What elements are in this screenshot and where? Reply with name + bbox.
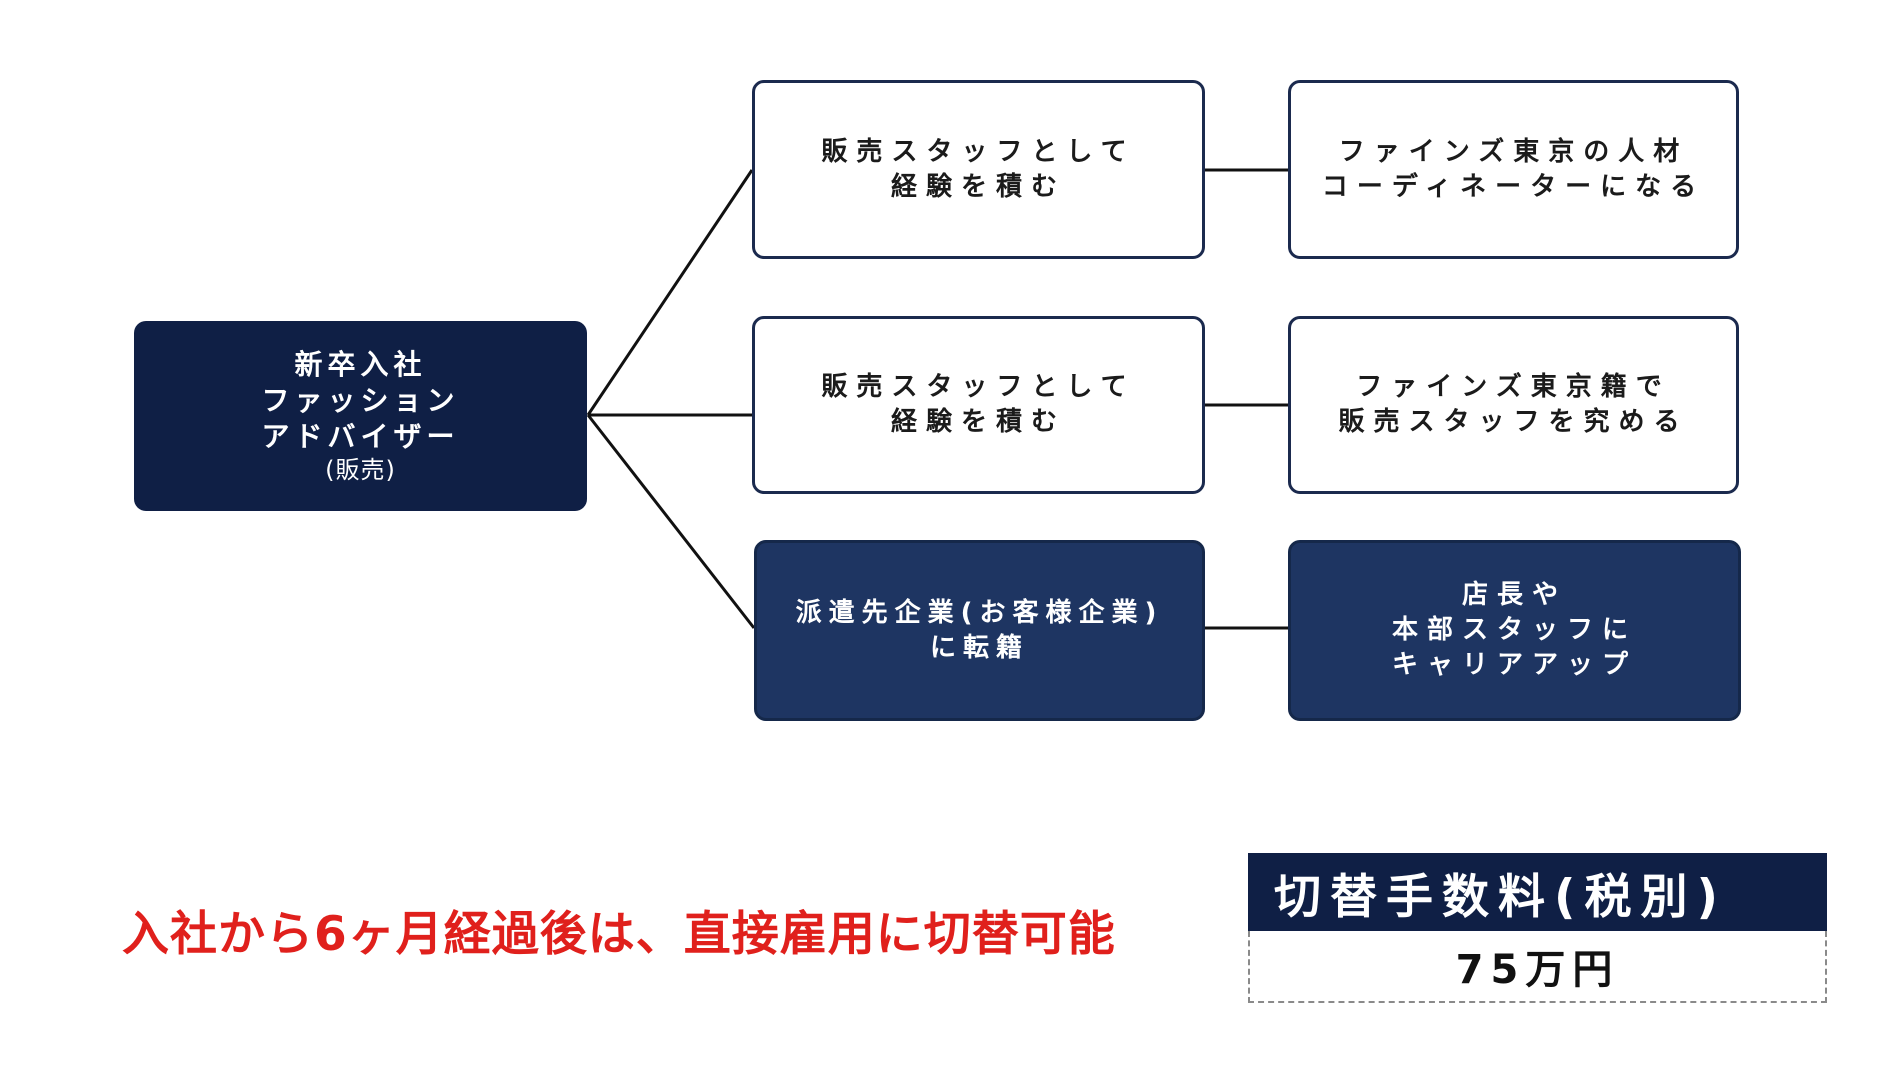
root-line-3: アドバイザー — [261, 420, 460, 453]
path1-step1-box: 販売スタッフとして 経験を積む — [752, 80, 1205, 259]
path1-step2-box: ファインズ東京の人材 コーディネーターになる — [1288, 80, 1739, 259]
fee-value: 75万円 — [1248, 931, 1827, 1003]
fee-header: 切替手数料(税別) — [1248, 853, 1827, 931]
path2-step2-box: ファインズ東京籍で 販売スタッフを究める — [1288, 316, 1739, 494]
connector-root-to-path1 — [586, 169, 754, 416]
path3-step2-line1: 店長や — [1461, 580, 1567, 610]
root-subtitle: (販売) — [325, 456, 396, 484]
connector-root-to-path3 — [586, 414, 756, 629]
path1-step1-line1: 販売スタッフとして — [821, 136, 1136, 167]
path1-step2-line1: ファインズ東京の人材 — [1338, 136, 1689, 167]
path2-step1-line2: 経験を積む — [890, 407, 1066, 437]
path2-step2-line1: ファインズ東京籍で — [1356, 372, 1671, 402]
path3-step2-box: 店長や 本部スタッフに キャリアアップ — [1288, 540, 1741, 721]
root-box-new-graduate: 新卒入社 ファッション アドバイザー (販売) — [134, 321, 587, 511]
path2-step1-line1: 販売スタッフとして — [821, 372, 1136, 402]
path3-step1-line2: に転籍 — [929, 632, 1029, 663]
root-line-1: 新卒入社 — [294, 348, 427, 381]
direct-hire-notice: 入社から6ヶ月経過後は、直接雇用に切替可能 — [122, 907, 1116, 962]
path3-step2-line3: キャリアアップ — [1391, 650, 1637, 680]
path3-step1-line1: 派遣先企業(お客様企業) — [795, 597, 1164, 628]
path2-step1-box: 販売スタッフとして 経験を積む — [752, 316, 1205, 494]
path1-step2-line2: コーディネーターになる — [1321, 171, 1706, 202]
root-line-2: ファッション — [261, 384, 460, 417]
path3-step1-box: 派遣先企業(お客様企業) に転籍 — [754, 540, 1205, 721]
path3-step2-line2: 本部スタッフに — [1391, 615, 1637, 645]
path2-step2-line2: 販売スタッフを究める — [1338, 407, 1689, 437]
path1-step1-line2: 経験を積む — [890, 171, 1066, 202]
